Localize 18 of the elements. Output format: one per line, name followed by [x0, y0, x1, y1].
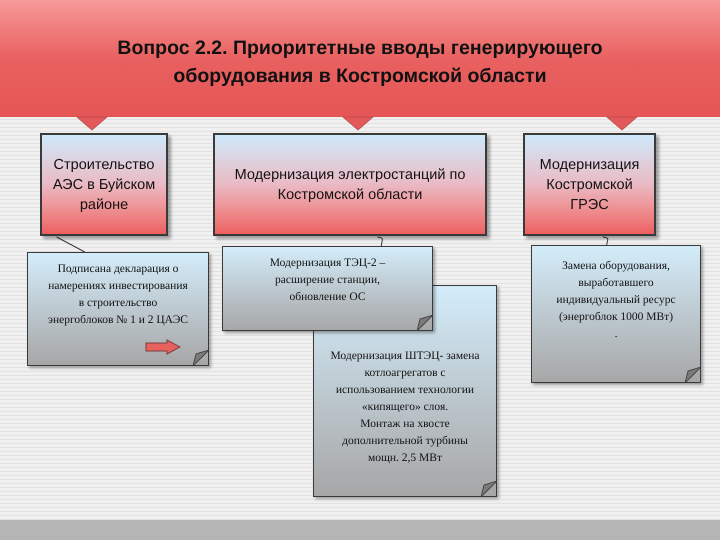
box-text: Модернизация ШТЭЦ- замена котлоагрегатов с использованием технологии «кипящего» слоя.: [330, 349, 480, 415]
box-text: Замена оборудования, выработавшего индивидуальный ресурс (энергоблок 1000 МВт): [556, 259, 676, 325]
box-text: Строительство АЭС в Буйском районе: [52, 156, 156, 214]
note-card: [531, 245, 701, 383]
process-box: [213, 133, 487, 236]
note-card: [27, 252, 209, 366]
slide-title: Вопрос 2.2. Приоритетные вводы генерирующего оборудования в Костромской области: [116, 36, 604, 89]
box-text: Модернизация ТЭЦ-2 – расширение станции, обновление ОС: [268, 256, 386, 305]
box-text: .: [614, 327, 618, 342]
box-text: Модернизация Костромской ГРЭС: [538, 156, 640, 214]
box-text: Монтаж на хвосте дополнительной турбины мощн. 2,5 МВт: [341, 417, 469, 466]
box-text: Модернизация электростанций по Костромской области: [234, 166, 466, 204]
process-box: [523, 133, 656, 236]
box-text: Подписана декларация о намерениях инвестирования в строительство энергоблоков № 1 и 2 ЦАЭС: [48, 262, 188, 328]
connector-line: [376, 236, 383, 246]
process-box: [40, 133, 168, 236]
connector-line: [602, 236, 608, 246]
note-card: [222, 246, 433, 331]
